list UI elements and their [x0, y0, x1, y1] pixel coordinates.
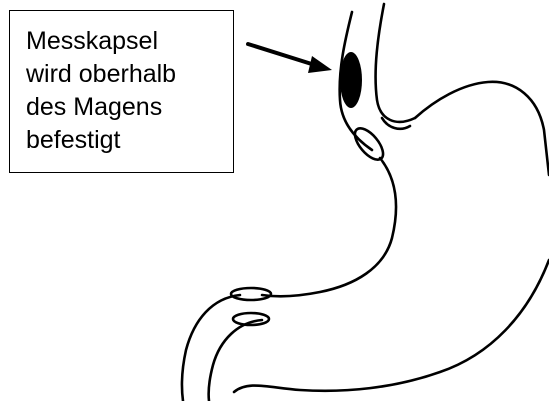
annotation-box: Messkapsel wird oberhalb des Magens befe…	[9, 10, 234, 173]
duodenum-outer-wall	[182, 295, 240, 401]
esophagus-right-wall	[376, 4, 415, 122]
esophagus-fold	[382, 118, 410, 129]
stomach-lower-wall	[234, 260, 549, 392]
duodenum-inner-wall	[209, 320, 262, 401]
annotation-line-3: des Magens	[26, 91, 233, 124]
annotation-line-4: befestigt	[26, 124, 233, 157]
stomach-lesser-curvature	[262, 158, 396, 296]
annotation-line-1: Messkapsel	[26, 25, 233, 58]
pointer-arrow	[248, 44, 332, 73]
stomach-outer-wall	[415, 82, 549, 175]
cardia-sphincter	[350, 124, 388, 165]
measurement-capsule	[340, 52, 362, 108]
pylorus-upper-ring	[231, 288, 271, 300]
annotation-line-2: wird oberhalb	[26, 58, 233, 91]
